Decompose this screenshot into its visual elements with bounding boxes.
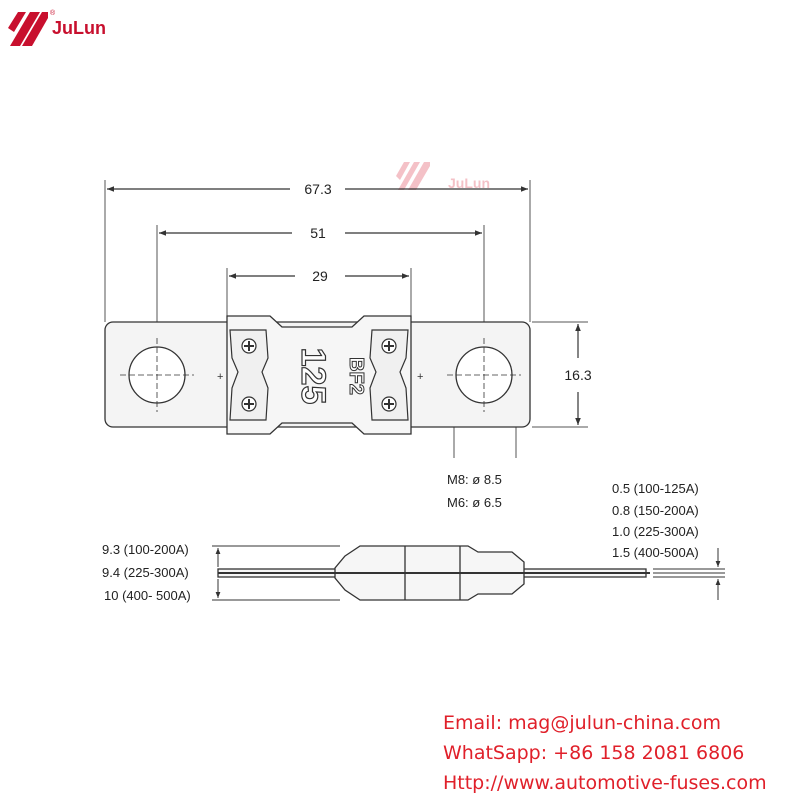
fuse-rating-marking: 125 [294,348,332,405]
body-thickness-2: 9.4 (225-300A) [102,565,189,580]
watermark-logo: JuLun [396,162,490,191]
body-thickness-1: 9.3 (100-200A) [102,542,189,557]
hole-m6-label: M6: ø 6.5 [447,495,502,510]
terminal-thickness-3: 1.0 (225-300A) [612,524,699,539]
contact-website: Http://www.automotive-fuses.com [443,772,767,794]
body-length-label: 29 [312,268,328,284]
terminal-thickness-2: 0.8 (150-200A) [612,503,699,518]
body-thickness-3: 10 (400- 500A) [104,588,191,603]
contact-email: Email: mag@julun-china.com [443,712,721,734]
overall-length-label: 67.3 [304,181,331,197]
watermark-text: JuLun [448,175,490,191]
registered-mark: ® [50,10,56,17]
brand-logo: ® JuLun [8,8,106,48]
julun-logo-icon [8,12,48,46]
terminal-thickness-4: 1.5 (400-500A) [612,545,699,560]
terminal-thickness-1: 0.5 (100-125A) [612,481,699,496]
hole-m8-label: M8: ø 8.5 [447,472,502,487]
svg-text:+: + [417,371,423,383]
contact-info: Email: mag@julun-china.com WhatSapp: +86… [443,708,767,798]
height-label: 16.3 [564,367,591,383]
hole-spacing-label: 51 [310,225,326,241]
fuse-code-marking: BF2 [345,357,367,395]
brand-name: JuLun [52,17,106,38]
fuse-body [226,315,412,435]
contact-whatsapp: WhatSapp: +86 158 2081 6806 [443,742,745,764]
fuse-top-view [104,315,531,435]
svg-text:+: + [217,371,223,383]
